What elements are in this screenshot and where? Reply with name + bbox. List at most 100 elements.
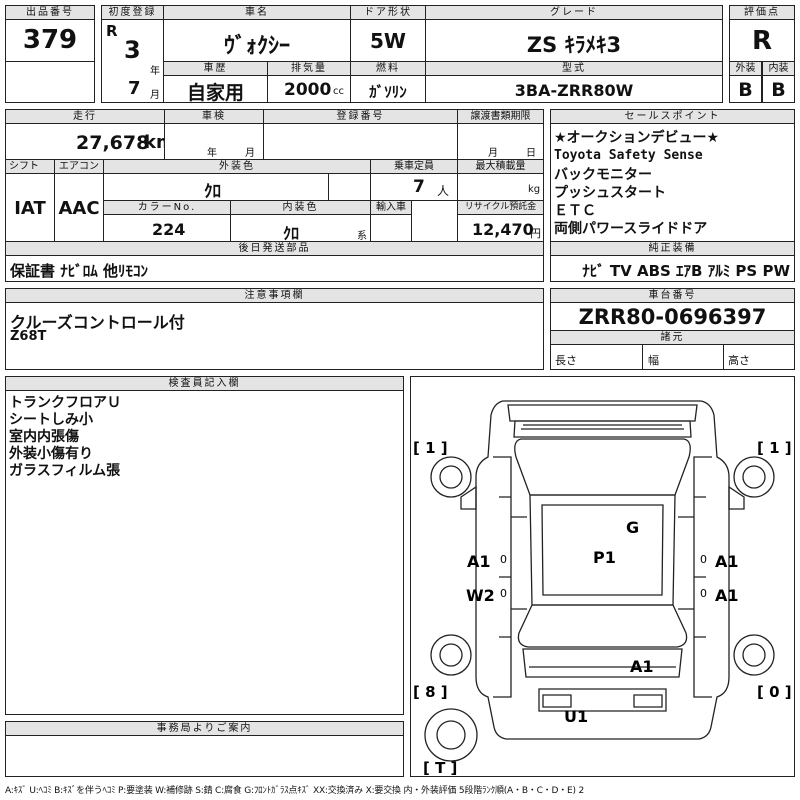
reg-month: 7 bbox=[128, 78, 141, 99]
door-header: ドア形状 bbox=[350, 5, 426, 20]
lot-no-blank bbox=[5, 61, 95, 103]
selling-point: ★オークションデビュー★ bbox=[554, 130, 720, 146]
capacity-value: 7 bbox=[413, 177, 425, 197]
persons-unit: 人 bbox=[437, 184, 450, 198]
fuel-value: ｶﾞｿﾘﾝ bbox=[369, 83, 407, 101]
selling-point: プッシュスタート bbox=[554, 184, 666, 201]
year-unit: 年 bbox=[150, 66, 160, 77]
later-parts-box: 保証書 ﾅﾋﾞﾛﾑ 他ﾘﾓｺﾝ bbox=[5, 255, 544, 282]
door-zero: 0 bbox=[700, 587, 707, 600]
score-header: 評価点 bbox=[729, 5, 795, 20]
car-name-value: ｳﾞｫｸｼｰ bbox=[223, 34, 290, 59]
recycle-box: 12,470 円 bbox=[457, 214, 544, 242]
reg-no-header: 登録番号 bbox=[263, 109, 458, 124]
transfer-month-unit: 月 bbox=[488, 148, 498, 159]
chassis-value: ZRR80-0696397 bbox=[578, 305, 767, 329]
damage-mark: A1 bbox=[467, 552, 491, 571]
ext-color-box: ｸﾛ bbox=[103, 173, 371, 202]
cc-unit: cc bbox=[333, 86, 344, 97]
inspection-year-unit: 年 bbox=[207, 148, 217, 159]
model-value: 3BA-ZRR80W bbox=[514, 81, 634, 100]
chassis-box: ZRR80-0696397 bbox=[550, 302, 795, 331]
max-load-header: 最大積載量 bbox=[457, 159, 544, 174]
import-header: 輸入車 bbox=[370, 200, 412, 215]
door-box: 5W bbox=[350, 19, 426, 62]
ext-score-box: B bbox=[729, 75, 762, 103]
inspection-box: 年 月 bbox=[164, 123, 264, 160]
month-unit: 月 bbox=[150, 90, 160, 101]
int-color-box: ｸﾛ 系 bbox=[230, 214, 371, 243]
legend-text: A:ｷｽﾞ U:ﾍｺﾐ B:ｷｽﾞを伴うﾍｺﾐ P:要塗装 W:補修跡 S:錆 … bbox=[5, 786, 584, 796]
later-parts-header: 後日発送部品 bbox=[5, 241, 544, 256]
model-header: 型式 bbox=[425, 61, 723, 76]
inspector-note: シートしみ小 bbox=[9, 412, 93, 428]
recycle-header: リサイクル預託金 bbox=[457, 200, 544, 215]
displacement-box: 2000 cc bbox=[267, 75, 351, 103]
fuel-header: 燃料 bbox=[350, 61, 426, 76]
selling-point: バックモニター bbox=[554, 166, 652, 183]
dims-header: 諸元 bbox=[550, 330, 795, 345]
capacity-header: 乗車定員 bbox=[370, 159, 458, 174]
car-name-box: ｳﾞｫｸｼｰ bbox=[163, 19, 351, 62]
length-label: 長さ bbox=[555, 354, 577, 367]
door-value: 5W bbox=[370, 29, 406, 53]
tire-fr-label: [ 1 ] bbox=[757, 439, 792, 457]
shift-value: IAT bbox=[14, 198, 46, 219]
inspector-note: ガラスフィルム張 bbox=[9, 463, 121, 479]
damage-mark: G bbox=[626, 518, 639, 537]
kg-unit: kg bbox=[528, 184, 541, 195]
office-header: 事務局よりご案内 bbox=[5, 721, 404, 736]
reg-no-box bbox=[263, 123, 458, 160]
tire-fl-label: [ 1 ] bbox=[413, 439, 448, 457]
import-box-2 bbox=[411, 200, 458, 242]
door-zero: 0 bbox=[700, 553, 707, 566]
lot-no-box: 379 bbox=[5, 19, 95, 62]
damage-mark: W2 bbox=[466, 586, 495, 605]
color-no-box: 224 bbox=[103, 214, 231, 242]
int-color-header: 内装色 bbox=[230, 200, 371, 215]
damage-mark: U1 bbox=[564, 707, 588, 726]
score-value: R bbox=[751, 26, 773, 56]
height-label: 高さ bbox=[728, 354, 750, 367]
car-diagram-svg: [ 1 ] [ 1 ] [ 8 ] [ 0 ] [ T ] G P1 A1 A1… bbox=[413, 400, 792, 776]
transfer-header: 譲渡書類期限 bbox=[457, 109, 544, 124]
lot-no-header: 出品番号 bbox=[5, 5, 95, 20]
transfer-box: 月 日 bbox=[457, 123, 544, 160]
car-diagram: [ 1 ] [ 1 ] [ 8 ] [ 0 ] [ T ] G P1 A1 A1… bbox=[410, 376, 795, 777]
selling-point: Toyota Safety Sense bbox=[554, 148, 703, 164]
inspector-box: トランクフロアＵ シートしみ小 室内内張傷 外装小傷有り ガラスフィルム張 bbox=[5, 390, 404, 715]
spare-label: [ T ] bbox=[423, 759, 457, 776]
inspection-header: 車検 bbox=[164, 109, 264, 124]
damage-mark: P1 bbox=[593, 548, 616, 567]
aircon-header: エアコン bbox=[54, 159, 104, 174]
damage-mark: A1 bbox=[715, 552, 739, 571]
door-zero: 0 bbox=[500, 553, 507, 566]
notes-box: クルーズコントロール付 Z68T bbox=[5, 302, 544, 370]
later-parts-value: 保証書 ﾅﾋﾞﾛﾑ 他ﾘﾓｺﾝ bbox=[10, 262, 148, 280]
genuine-box: ﾅﾋﾞ TV ABS ｴｱB ｱﾙﾐ PS PW bbox=[550, 255, 795, 282]
displacement-header: 排気量 bbox=[267, 61, 351, 76]
color-no-value: 224 bbox=[152, 220, 186, 239]
selling-points-header: セールスポイント bbox=[550, 109, 795, 124]
color-no-header: カラーNo. bbox=[103, 200, 231, 215]
history-value: 自家用 bbox=[186, 82, 244, 104]
int-header: 内装 bbox=[762, 61, 795, 76]
grade-box: ZS ｷﾗﾒｷ3 bbox=[425, 19, 723, 62]
grade-header: グレード bbox=[425, 5, 723, 20]
import-box bbox=[370, 214, 412, 242]
chassis-header: 車台番号 bbox=[550, 288, 795, 303]
selling-points-box: ★オークションデビュー★ Toyota Safety Sense バックモニター… bbox=[550, 123, 795, 242]
ext-score-value: B bbox=[738, 79, 753, 101]
int-score-value: B bbox=[771, 79, 786, 101]
int-score-box: B bbox=[762, 75, 795, 103]
capacity-box: 7 人 bbox=[370, 173, 458, 201]
aircon-value: AAC bbox=[58, 198, 100, 219]
aircon-box: AAC bbox=[54, 173, 104, 242]
shift-header: シフト bbox=[5, 159, 55, 174]
displacement-value: 2000 bbox=[284, 80, 332, 100]
kei-unit: 系 bbox=[357, 231, 367, 242]
history-header: 車歴 bbox=[163, 61, 268, 76]
door-zero: 0 bbox=[500, 587, 507, 600]
inspector-note: 外装小傷有り bbox=[9, 446, 93, 462]
first-reg-header: 初度登録 bbox=[101, 5, 164, 20]
